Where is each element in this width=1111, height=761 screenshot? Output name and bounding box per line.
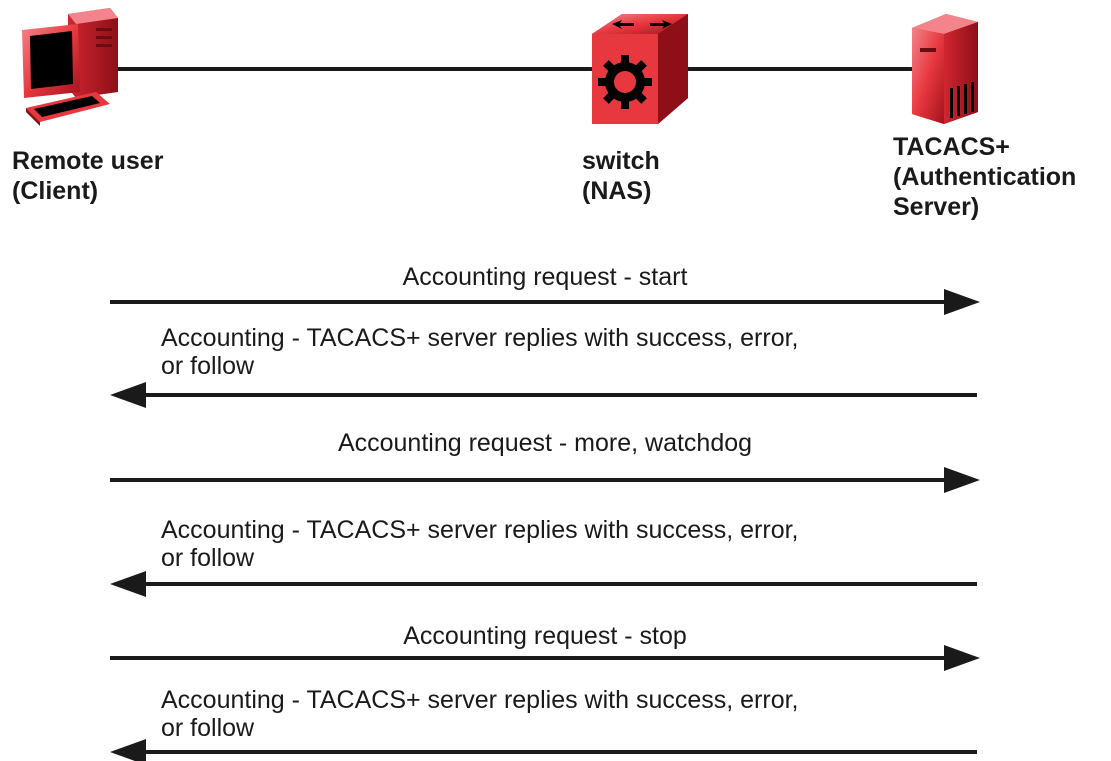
message-arrow-3 [110, 467, 980, 493]
message-arrow-6 [110, 739, 977, 761]
server-label: TACACS+ (Authentication Server) [893, 133, 1077, 221]
message-label: Accounting - TACACS+ server replies with… [161, 324, 799, 380]
message-label: Accounting - TACACS+ server replies with… [161, 686, 799, 742]
message-arrow-4 [110, 571, 977, 597]
computer-icon [22, 8, 118, 126]
switch-icon [592, 14, 688, 124]
message-arrow-1 [110, 289, 980, 315]
message-label: Accounting request - more, watchdog [337, 429, 753, 457]
client-label: Remote user (Client) [12, 147, 164, 205]
message-arrow-5 [110, 645, 980, 671]
message-arrow-2 [110, 382, 977, 408]
message-label: Accounting - TACACS+ server replies with… [161, 516, 799, 572]
switch-label: switch (NAS) [582, 147, 660, 205]
message-label: Accounting request - start [402, 263, 688, 291]
message-label: Accounting request - stop [403, 622, 687, 650]
server-icon [912, 14, 978, 124]
